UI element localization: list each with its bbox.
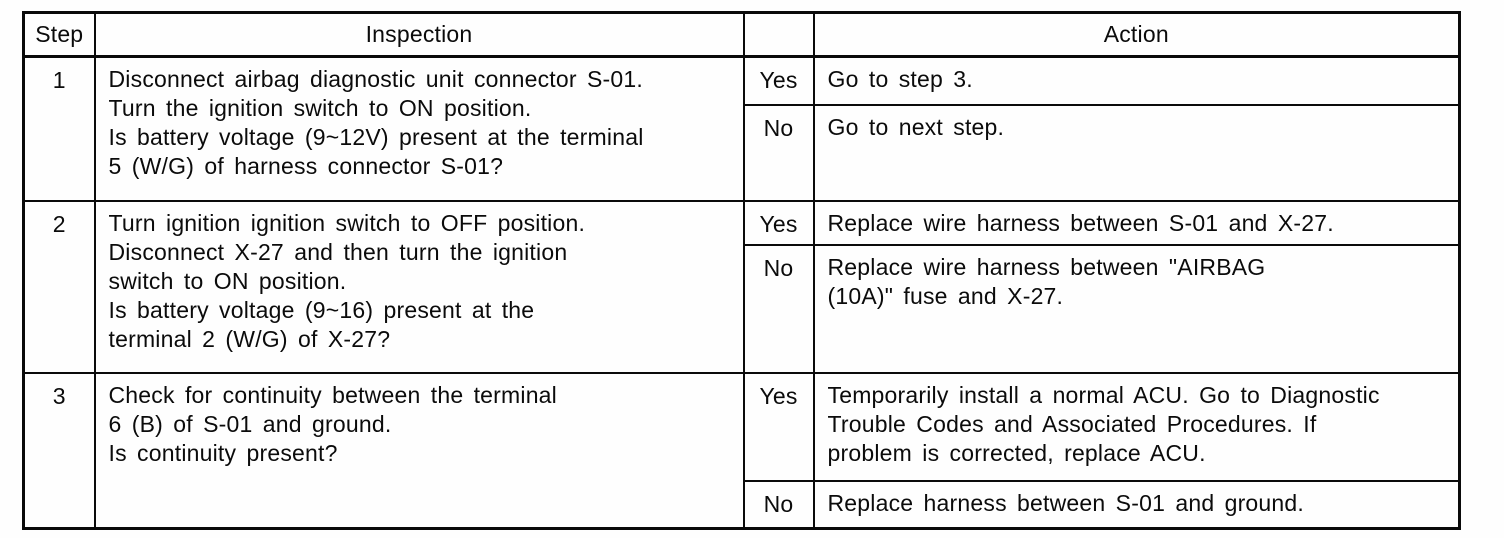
col-header-yesno: [742, 11, 815, 58]
table-row-step1-no: No Go to next step.: [24, 103, 1461, 202]
no-label: No: [742, 103, 815, 202]
table-row-step3-yes: 3 Check for continuity between the termi…: [22, 371, 1461, 530]
table-row-step3-no: No Replace harness between S-01 and grou…: [24, 479, 1461, 530]
table-row-step2-yes: 2 Turn ignition ignition switch to OFF p…: [22, 199, 1461, 374]
yes-action-text: Temporarily install a normal ACU. Go to …: [812, 371, 1461, 482]
table-row-step2-no: No Replace wire harness between "AIRBAG …: [24, 243, 1461, 374]
inspection-text: Check for continuity between the termina…: [93, 371, 745, 530]
no-label: No: [742, 479, 815, 530]
step-number: 3: [22, 371, 96, 530]
yes-action-text: Go to step 3.: [812, 55, 1461, 106]
no-action-text: Replace wire harness between "AIRBAG (10…: [812, 243, 1461, 374]
table-header-row: Step Inspection Action: [22, 11, 1461, 58]
inspection-text: Turn ignition ignition switch to OFF pos…: [93, 199, 745, 374]
col-header-action: Action: [812, 11, 1461, 58]
diagnostic-table: Step Inspection Action 1 Disconnect airb…: [22, 11, 1461, 530]
step-number: 2: [22, 199, 96, 374]
yes-label: Yes: [742, 371, 815, 482]
inspection-text: Disconnect airbag diagnostic unit connec…: [93, 55, 745, 202]
yes-label: Yes: [742, 199, 815, 246]
yes-action-text: Replace wire harness between S-01 and X-…: [812, 199, 1461, 246]
col-header-inspection: Inspection: [93, 11, 745, 58]
no-action-text: Replace harness between S-01 and ground.: [812, 479, 1461, 530]
no-label: No: [742, 243, 815, 374]
col-header-step: Step: [22, 11, 96, 58]
table-row-step1-yes: 1 Disconnect airbag diagnostic unit conn…: [22, 55, 1461, 202]
no-action-text: Go to next step.: [812, 103, 1461, 202]
step-number: 1: [22, 55, 96, 202]
yes-label: Yes: [742, 55, 815, 106]
